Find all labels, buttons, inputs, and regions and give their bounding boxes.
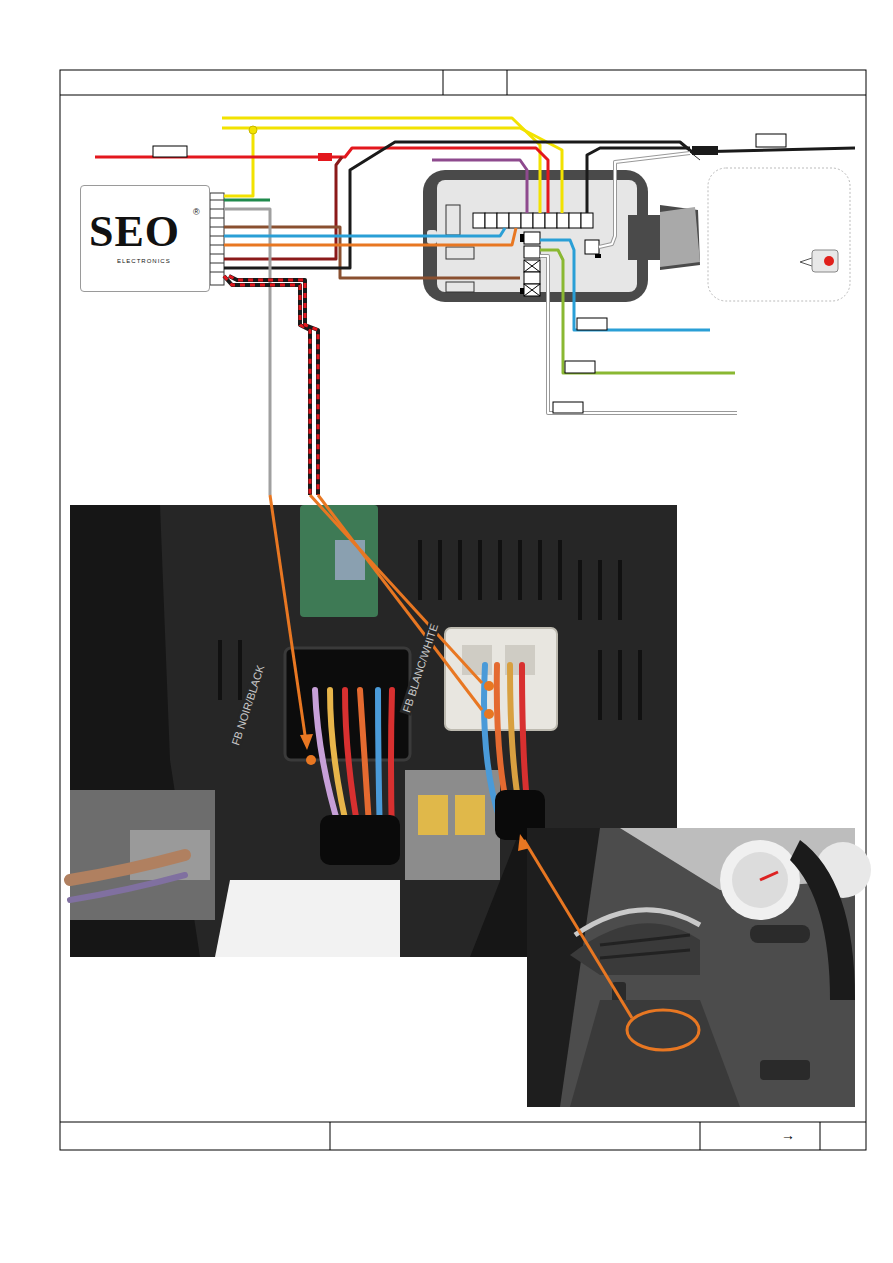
- pointer-lines: [270, 495, 699, 1050]
- module-box: SEO ELECTRONICS ®: [80, 185, 210, 292]
- registered-mark: ®: [193, 208, 200, 217]
- connector-marking: FB BLANC/WHITE: [399, 620, 440, 715]
- connector-marking: FB NOIR/BLACK: [229, 661, 268, 748]
- brand-subtitle: ELECTRONICS: [117, 258, 171, 264]
- pointer-heads: [300, 681, 530, 851]
- wires: [95, 118, 855, 495]
- splice-dot: [249, 126, 257, 134]
- fuse-holder: [318, 153, 332, 161]
- module-connector: [210, 193, 224, 285]
- splice-connector: [692, 146, 718, 155]
- remote-zone: [690, 148, 850, 301]
- brand-logo: SEO: [89, 210, 180, 254]
- wire-tags: [153, 134, 786, 413]
- page-frame: [60, 70, 866, 1150]
- page-arrow: →: [779, 1128, 797, 1143]
- dashboard-photo: [527, 828, 871, 1107]
